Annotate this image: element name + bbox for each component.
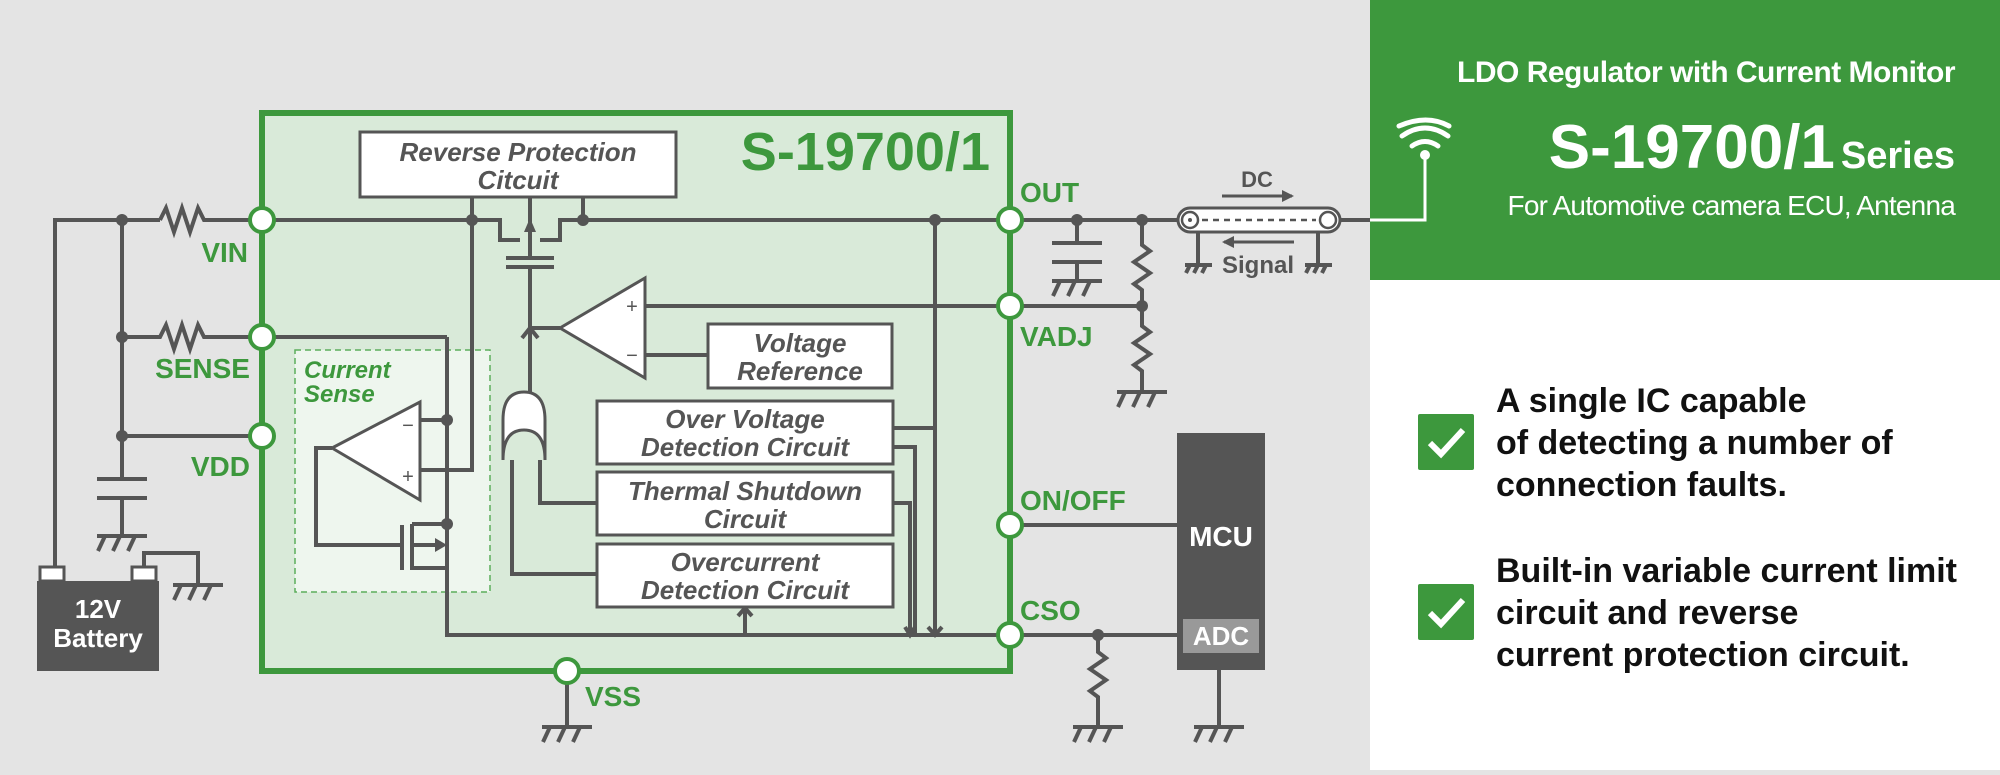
left-wiring <box>38 201 262 601</box>
circuit-diagram: S-19700/1 12V Battery <box>37 110 1370 743</box>
internal-wiring <box>262 198 1010 743</box>
feature-text: Built-in variable current limit circuit … <box>1496 552 1957 674</box>
series-label: Series <box>1840 135 1955 177</box>
pin-label-cso: CSO <box>1020 595 1081 626</box>
current-sense-label-1: Current <box>304 357 392 384</box>
pin-label-out: OUT <box>1020 177 1079 208</box>
sense-amplifier <box>328 399 422 503</box>
sense-amp-plus: + <box>402 466 414 488</box>
pin-cso <box>996 621 1024 649</box>
ic-name: S-19700/1 <box>741 122 990 182</box>
overcurrent-label-2: Detection Circuit <box>641 575 850 605</box>
header-subtitle: For Automotive camera ECU, Antenna <box>1507 190 1956 221</box>
checkmark-icon <box>1418 414 1474 470</box>
pin-vss <box>553 657 581 685</box>
thermal-shutdown-label-2: Circuit <box>704 504 788 534</box>
voltage-reference-label-2: Reference <box>737 356 863 386</box>
error-amp-minus: − <box>626 345 638 367</box>
pin-label-vadj: VADJ <box>1020 321 1093 352</box>
or-gate <box>501 390 547 461</box>
signal-label: Signal <box>1222 252 1294 279</box>
pin-label-on-off: ON/OFF <box>1020 485 1126 516</box>
thermal-shutdown-label-1: Thermal Shutdown <box>628 476 862 506</box>
over-voltage-label-2: Detection Circuit <box>641 432 850 462</box>
adc <box>1183 619 1259 653</box>
voltage-reference-label-1: Voltage <box>754 328 847 358</box>
product-header: LDO Regulator with Current Monitor S-197… <box>1370 0 2000 280</box>
battery <box>37 581 159 671</box>
voltage-reference-block <box>706 322 894 390</box>
antenna-icon <box>1370 117 1452 222</box>
pin-label-vss: VSS <box>585 681 641 712</box>
adc-label: ADC <box>1193 621 1250 651</box>
over-voltage-block <box>595 399 895 466</box>
error-amp-plus: + <box>626 296 638 318</box>
reverse-protection-label-2: Citcuit <box>478 165 560 195</box>
header-title: LDO Regulator with Current Monitor <box>1457 56 1955 89</box>
right-wiring <box>1010 190 1370 743</box>
dc-label: DC <box>1241 167 1273 192</box>
pin-vin <box>248 206 276 234</box>
product-panel: LDO Regulator with Current Monitor S-197… <box>1370 0 2000 770</box>
error-amplifier <box>557 275 647 381</box>
pin-label-sense: SENSE <box>155 353 250 384</box>
pin-label-vin: VIN <box>201 237 248 268</box>
mcu-label: MCU <box>1189 521 1253 552</box>
feature-text: A single IC capable of detecting a numbe… <box>1496 382 1893 504</box>
pin-on-off <box>996 511 1024 539</box>
reverse-protection-label-1: Reverse Protection <box>400 137 637 167</box>
pin-vadj <box>996 292 1024 320</box>
pin-label-vdd: VDD <box>191 451 250 482</box>
reverse-protection-block <box>358 130 678 199</box>
over-voltage-label-1: Over Voltage <box>665 404 824 434</box>
overcurrent-block <box>595 542 895 609</box>
battery-label-2: Battery <box>53 623 143 653</box>
thermal-shutdown-block <box>595 470 895 537</box>
pin-vdd <box>248 422 276 450</box>
sense-amp-minus: − <box>402 415 414 437</box>
pin-out <box>996 206 1024 234</box>
checkmark-icon <box>1418 584 1474 640</box>
battery-label-1: 12V <box>75 594 122 624</box>
pin-sense <box>248 323 276 351</box>
overcurrent-label-1: Overcurrent <box>671 547 821 577</box>
current-sense-label-2: Sense <box>304 381 375 408</box>
model-name: S-19700/1 <box>1548 113 1835 182</box>
